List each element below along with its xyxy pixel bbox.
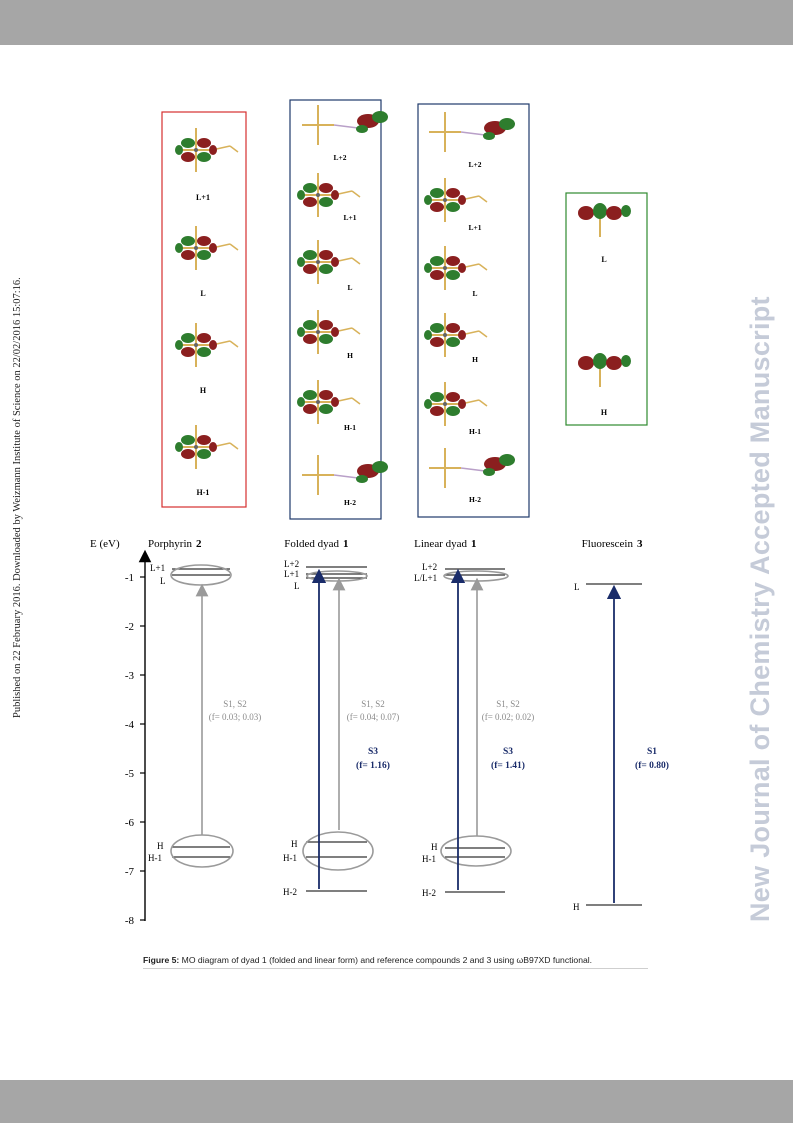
level-label: H-2	[283, 887, 297, 897]
y-tick-label: -5	[125, 768, 135, 780]
column-number: 3	[637, 538, 643, 550]
fluorescein-orbital-box	[565, 192, 648, 426]
level-label: H-1	[148, 853, 162, 863]
transition-f: (f= 0.02; 0.02)	[482, 712, 535, 722]
transition-f: (f= 0.04; 0.07)	[347, 712, 400, 722]
y-tick-label: -2	[125, 621, 134, 633]
folded-dyad-orbitals: L+2 L+1 L H H-1 H-2	[296, 104, 389, 507]
level-label: L/L+1	[414, 573, 437, 583]
orbital-label: L+1	[343, 213, 356, 222]
orbital-label: L	[472, 289, 477, 298]
level-label: H-2	[422, 888, 436, 898]
column-number: 2	[196, 538, 202, 550]
orbital-label: H	[347, 351, 353, 360]
level-label: H-1	[422, 854, 436, 864]
figure-caption: Figure 5: MO diagram of dyad 1 (folded a…	[143, 955, 648, 965]
orbital-label: L+2	[468, 160, 481, 169]
y-ticks: -1 -2 -3 -4 -5 -6 -7 -8	[125, 572, 145, 927]
transition-state: S1, S2	[223, 699, 247, 709]
axis-label: E (eV)	[90, 538, 120, 550]
orbital-label: L+1	[196, 193, 210, 202]
level-label: H	[291, 839, 298, 849]
level-label: H	[431, 842, 438, 852]
porphyrin-levels: L+1 L H H-1 S1, S2 (f= 0.03; 0.03)	[148, 563, 262, 868]
orbital-label: H-2	[344, 498, 356, 507]
transition-f: (f= 0.03; 0.03)	[209, 712, 262, 722]
level-label: L	[160, 576, 166, 586]
porphyrin-orbital-box	[161, 111, 247, 508]
column-number: 1	[343, 538, 349, 550]
level-label: H	[157, 841, 164, 851]
strong-f: (f= 0.80)	[635, 760, 669, 771]
orbital-label: L	[601, 255, 606, 264]
strong-state: S3	[503, 747, 513, 757]
energy-axis: E (eV) -1 -2 -3 -4 -5 -6 -7 -8	[90, 538, 152, 927]
orbital-label: H	[472, 355, 478, 364]
orbital-label: L+2	[333, 153, 346, 162]
folded-dyad-orbital-box	[289, 99, 382, 520]
level-label: H	[573, 902, 580, 912]
bottom-band	[0, 1080, 793, 1123]
y-tick-label: -3	[125, 670, 135, 682]
folded-dyad-levels: L+2 L+1 L H H-1 H-2 S1, S2 (f= 0.04; 0.0…	[283, 559, 399, 897]
level-label: L+1	[284, 569, 299, 579]
level-label: L	[574, 582, 580, 592]
column-title: Fluorescein	[582, 538, 634, 550]
strong-state: S3	[368, 747, 378, 757]
y-tick-label: -6	[125, 817, 135, 829]
caption-text: MO diagram of dyad 1 (folded and linear …	[179, 955, 593, 965]
degenerate-ellipse	[306, 570, 368, 582]
degenerate-ellipse	[443, 570, 509, 582]
level-label: L+2	[422, 562, 437, 572]
level-label: L+2	[284, 559, 299, 569]
orbital-label: H-1	[197, 488, 210, 497]
orbital-label: H	[200, 386, 207, 395]
y-tick-label: -1	[125, 572, 134, 584]
degenerate-ellipse	[440, 835, 512, 867]
column-title: Porphyrin	[148, 538, 193, 550]
transition-state: S1, S2	[496, 699, 520, 709]
level-label: H-1	[283, 853, 297, 863]
strong-f: (f= 1.16)	[356, 760, 390, 771]
degenerate-ellipse	[302, 831, 374, 871]
linear-dyad-orbitals: L+2 L+1 L H H-1 H-2	[423, 111, 516, 504]
column-title: Linear dyad	[414, 538, 467, 550]
orbital-label: L	[347, 283, 352, 292]
y-tick-label: -8	[125, 915, 135, 927]
orbital-label: H-1	[344, 423, 356, 432]
orbital-label: H-1	[469, 427, 481, 436]
level-label: L+1	[150, 563, 165, 573]
orbital-label: L+1	[468, 223, 481, 232]
degenerate-ellipse	[170, 834, 234, 868]
orbital-label: H-2	[469, 495, 481, 504]
y-tick-label: -7	[125, 866, 135, 878]
linear-dyad-orbital-box	[417, 103, 530, 518]
y-tick-label: -4	[125, 719, 135, 731]
orbital-label: L	[200, 289, 205, 298]
top-band	[0, 0, 793, 45]
transition-state: S1, S2	[361, 699, 385, 709]
level-label: L	[294, 581, 300, 591]
column-number: 1	[471, 538, 477, 550]
fluorescein-orbitals: L H	[577, 202, 632, 417]
porphyrin-orbitals: L+1 L H H-1	[174, 127, 239, 497]
fluorescein-levels: L H S1 (f= 0.80)	[573, 582, 669, 912]
strong-f: (f= 1.41)	[491, 760, 525, 771]
column-title: Folded dyad	[284, 538, 339, 550]
orbital-label: H	[601, 408, 608, 417]
column-titles: Porphyrin 2 Folded dyad 1 Linear dyad 1 …	[148, 538, 643, 550]
linear-dyad-levels: L+2 L/L+1 H H-1 H-2 S1, S2 (f= 0.02; 0.0…	[414, 562, 534, 898]
caption-rule	[143, 968, 648, 969]
caption-label: Figure 5:	[143, 955, 180, 965]
strong-state: S1	[647, 747, 657, 757]
